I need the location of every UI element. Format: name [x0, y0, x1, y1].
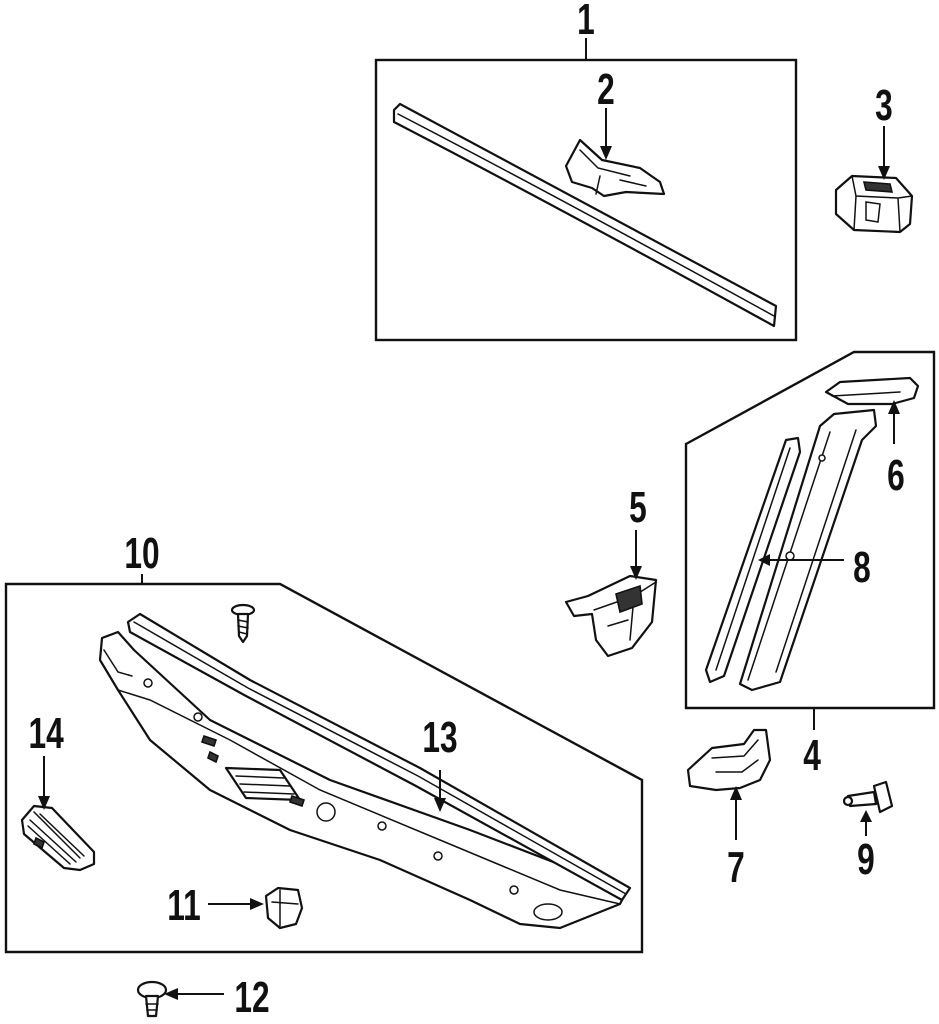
group-4-assembly: [684, 350, 936, 730]
arrow-3: [878, 166, 890, 180]
arrow-8: [758, 554, 770, 566]
frame-10: [4, 582, 644, 954]
callout-13: 13: [422, 713, 457, 762]
pillar-trim-part: [738, 408, 878, 692]
callout-7: 7: [727, 843, 745, 892]
arrow-6: [888, 400, 900, 414]
arrow-12: [164, 988, 178, 1000]
callout-6: 6: [887, 451, 905, 500]
callout-9: 9: [857, 835, 875, 884]
push-pin-12-part: [136, 980, 168, 1018]
callout-5: 5: [629, 483, 647, 532]
retainer-3-part: [834, 174, 914, 234]
bracket-7-part: [686, 728, 772, 792]
windshield-strip-edge: [397, 113, 775, 317]
arrow-9: [860, 810, 872, 822]
clip-nut-11-part: [264, 886, 304, 930]
arrow-14: [38, 796, 50, 810]
trim-piece-6-part: [824, 376, 920, 406]
group-10-assembly: [4, 574, 644, 954]
clip-5-part: [564, 574, 658, 658]
callout-4: 4: [803, 731, 821, 780]
callout-12: 12: [234, 973, 269, 1022]
clip-2-part: [564, 138, 666, 198]
vent-cover-14-part: [20, 804, 96, 872]
callout-8: 8: [853, 543, 871, 592]
callout-11: 11: [167, 881, 200, 930]
callout-10: 10: [124, 529, 159, 578]
arrow-2: [600, 146, 612, 160]
fastener-9-part: [842, 780, 894, 814]
arrow-5: [630, 566, 642, 580]
callout-3: 3: [875, 81, 893, 130]
callout-14: 14: [28, 709, 64, 758]
callout-1: 1: [577, 0, 595, 44]
screw-part: [230, 603, 256, 644]
cowl-panel-part: [98, 630, 628, 930]
frame-4: [684, 350, 936, 710]
windshield-strip-part: [392, 102, 778, 328]
arrow-11: [250, 898, 264, 910]
group-1-assembly: [374, 38, 798, 342]
callout-2: 2: [597, 65, 615, 114]
arrow-13: [434, 798, 446, 812]
arrow-7: [730, 786, 742, 800]
